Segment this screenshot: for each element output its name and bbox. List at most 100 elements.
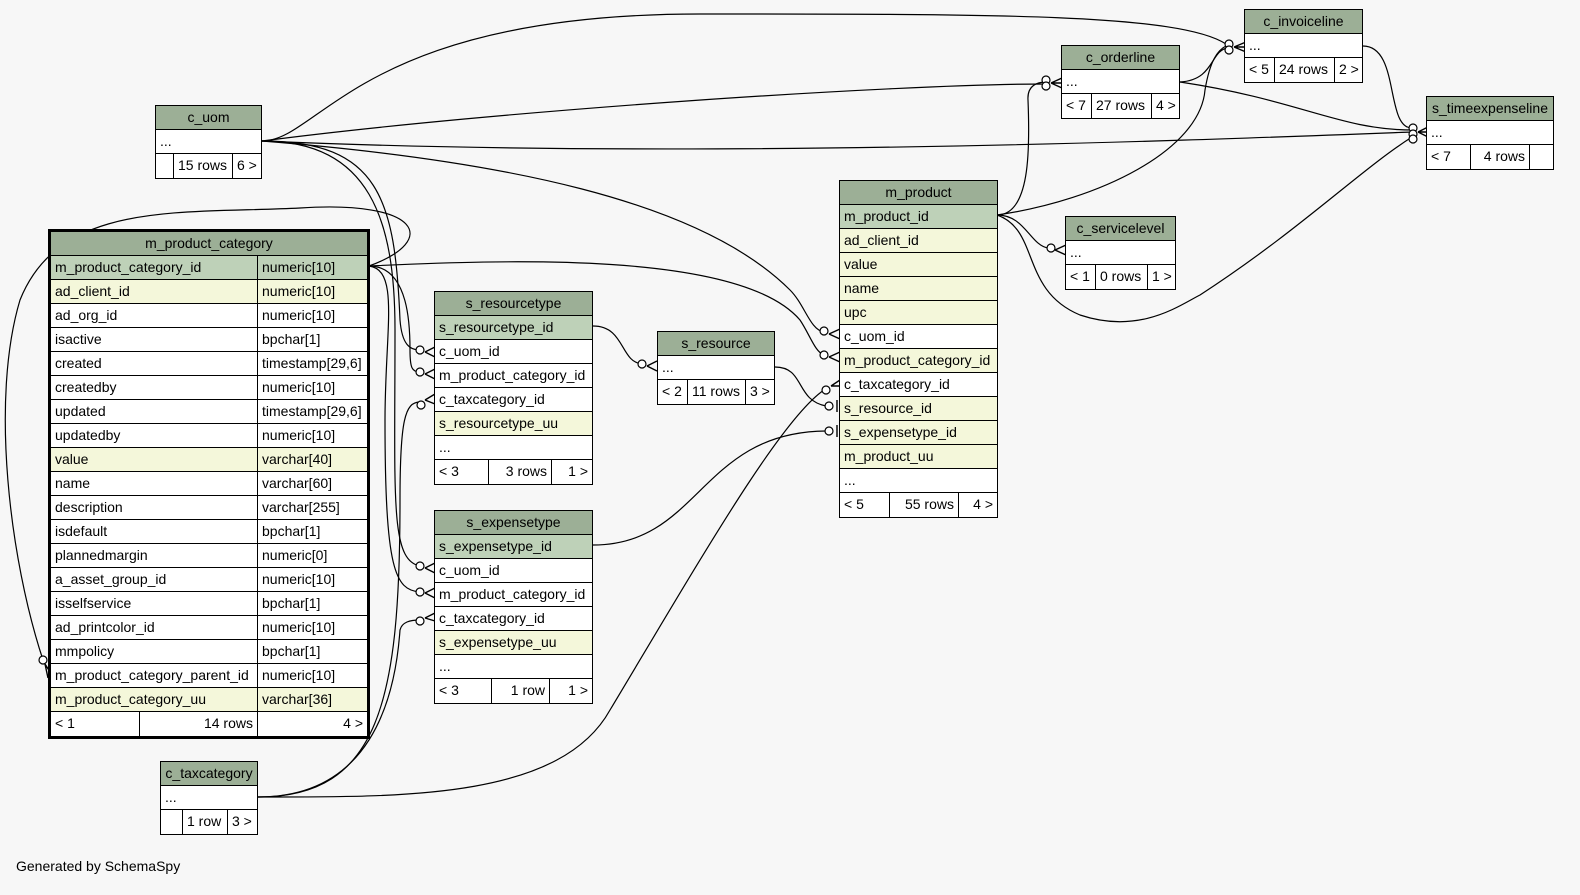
column-type: numeric[10]: [257, 256, 367, 279]
column-name: m_product_category_parent_id: [55, 667, 249, 683]
column-type: numeric[10]: [257, 664, 367, 687]
edge-col-c_invoiceline: [1179, 47, 1229, 83]
row-count: 4 rows: [1470, 145, 1529, 169]
row-count: 27 rows: [1091, 94, 1151, 118]
crowsfoot-mark: [424, 562, 436, 574]
column-row: m_product_category_id: [435, 583, 592, 607]
edge-c_uom-s_resourcetype: [261, 140, 421, 351]
child-count: 3 >: [745, 380, 774, 404]
edge-end-circle: [1041, 81, 1051, 91]
parent-count: < 1: [1070, 268, 1090, 284]
column-name: description: [55, 499, 123, 515]
column-type: numeric[10]: [257, 304, 367, 327]
edge-mpc-s_expensetype: [368, 265, 421, 593]
table-s_timeexpenseline[interactable]: s_timeexpenseline ... < 7 4 rows: [1426, 96, 1554, 170]
crowsfoot-mark: [424, 346, 436, 358]
child-count: 4 >: [1151, 94, 1179, 118]
crowsfoot-mark: [830, 379, 841, 387]
edge-mpc-s_resourcetype: [368, 265, 421, 373]
table-s_resource[interactable]: s_resource ... < 2 11 rows 3 >: [657, 331, 775, 405]
table-s_resourcetype[interactable]: s_resourcetype s_resourcetype_id c_uom_i…: [434, 291, 593, 485]
column-row: m_product_category_id: [435, 364, 592, 388]
edge-c_uom-s_expensetype: [261, 140, 421, 567]
column-row: m_product_category_parent_id numeric[10]: [51, 664, 367, 688]
child-count: 1 >: [549, 679, 592, 703]
column-name: value: [55, 451, 89, 467]
table-c_taxcategory[interactable]: c_taxcategory ... 1 row 3 >: [160, 761, 258, 835]
column-row: s_expensetype_uu: [435, 631, 592, 655]
column-row: c_uom_id: [435, 559, 592, 583]
column-type: varchar[36]: [257, 688, 367, 711]
column-name: s_expensetype_uu: [439, 634, 557, 650]
parent-count: < 5: [844, 496, 864, 512]
row-count: 24 rows: [1274, 58, 1334, 82]
column-name: s_expensetype_id: [439, 538, 552, 554]
child-count: 1 >: [551, 460, 592, 484]
crowsfoot-mark: [1050, 77, 1063, 89]
column-type: bpchar[1]: [257, 592, 367, 615]
table-c_servicelevel[interactable]: c_servicelevel ... < 1 0 rows 1 >: [1065, 216, 1176, 290]
column-row: m_product_uu: [840, 445, 997, 469]
row-count: 55 rows: [889, 493, 958, 517]
table-s_expensetype[interactable]: s_expensetype s_expensetype_id c_uom_id …: [434, 510, 593, 704]
parent-count: < 5: [1249, 61, 1269, 77]
column-name: ...: [439, 439, 451, 455]
row-count: 3 rows: [488, 460, 551, 484]
edge-end-circle: [637, 359, 647, 369]
column-name: m_product_id: [844, 208, 929, 224]
child-count: 2 >: [1334, 58, 1362, 82]
edge-sexp-m_product: [592, 430, 827, 546]
edge-c_uom-c_invoiceline: [261, 13, 1227, 142]
table-m_product[interactable]: m_product m_product_id ad_client_id valu…: [839, 180, 998, 518]
column-name: m_product_uu: [844, 448, 934, 464]
table-title: s_resourcetype: [435, 292, 592, 316]
table-c_uom[interactable]: c_uom ... 15 rows 6 >: [155, 105, 262, 179]
table-title: s_resource: [658, 332, 774, 356]
column-type: numeric[10]: [257, 424, 367, 447]
table-c_orderline[interactable]: c_orderline ... < 7 27 rows 4 >: [1061, 45, 1180, 119]
crowsfoot-mark: [424, 587, 436, 599]
edge-end-circle: [415, 367, 425, 377]
row-count: 11 rows: [687, 380, 745, 404]
table-c_invoiceline[interactable]: c_invoiceline ... < 5 24 rows 2 >: [1244, 9, 1363, 83]
column-name: isdefault: [55, 523, 108, 539]
table-title: c_orderline: [1062, 46, 1179, 70]
column-row: upc: [840, 301, 997, 325]
table-title: m_product: [840, 181, 997, 205]
edge-mp-c_servicelevel: [996, 214, 1049, 249]
column-row: s_expensetype_id: [435, 535, 592, 559]
edge-mpc-m_product: [368, 261, 825, 356]
column-type: varchar[255]: [257, 496, 367, 519]
column-name: ...: [165, 789, 177, 805]
table-m_product_category[interactable]: m_product_category m_product_category_id…: [48, 229, 370, 739]
row-count: 15 rows: [173, 154, 232, 178]
column-row: c_uom_id: [840, 325, 997, 349]
column-name: ...: [1431, 124, 1443, 140]
crowsfoot-mark: [424, 368, 436, 380]
column-row: ...: [435, 436, 592, 460]
crowsfoot-mark: [424, 393, 436, 405]
column-row: description varchar[255]: [51, 496, 367, 520]
edge-end-circle: [819, 326, 829, 336]
row-count: 1 row: [491, 679, 549, 703]
column-name: c_uom_id: [844, 328, 905, 344]
edge-end-circle: [416, 400, 426, 410]
column-name: ...: [160, 133, 172, 149]
column-name: s_expensetype_id: [844, 424, 957, 440]
child-count: 3 >: [227, 810, 257, 834]
column-name: name: [844, 280, 880, 296]
child-count: 1 >: [1147, 265, 1175, 289]
column-name: m_product_category_id: [844, 352, 991, 368]
column-row: ...: [435, 655, 592, 679]
